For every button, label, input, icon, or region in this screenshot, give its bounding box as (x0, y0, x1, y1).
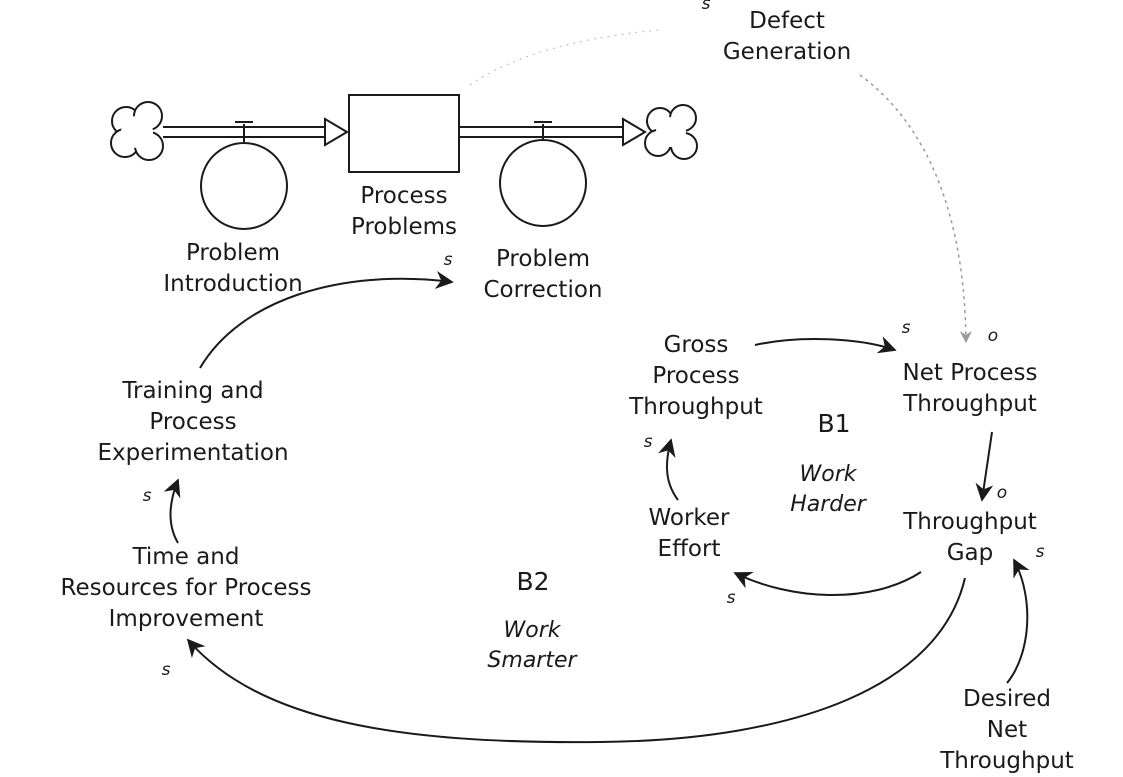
label-gross-process-throughput: Gross Process Throughput (629, 332, 763, 420)
link-desired-to-gap (1006, 558, 1030, 684)
label-process-problems: Process Problems (350, 183, 458, 240)
valve-icon (499, 121, 587, 227)
polarity-defect-to-net: o (987, 326, 999, 346)
label-time-and-resources: Time and Resources for Process Improveme… (60, 544, 312, 632)
label-net-process-throughput: Net Process Throughput (902, 360, 1038, 417)
polarity-net-to-gap: o (996, 483, 1008, 503)
label-desired-net-throughput: Desired Net Throughput (940, 686, 1074, 774)
cloud-source-icon (110, 101, 164, 161)
polarity-correction: s (443, 250, 453, 270)
link-time-to-training (163, 478, 181, 544)
polarity-time-to-training: s (142, 486, 152, 506)
polarity-desired-to-gap: s (1035, 542, 1045, 562)
loop-b2-id: B2 (516, 567, 550, 596)
link-gap-to-time (186, 577, 966, 744)
label-problem-correction: Problem Correction (483, 246, 603, 303)
polarity-gap-to-time: s (161, 660, 171, 680)
link-effort-to-gross (658, 438, 679, 501)
outflow-pipe (460, 117, 647, 147)
polarity-gap-to-effort: s (726, 588, 736, 608)
cloud-sink-icon (644, 104, 698, 160)
loop-b1-name: Work Harder (790, 462, 866, 517)
label-training-and-process-experimentation: Training and Process Experimentation (97, 378, 289, 466)
link-net-to-gap (975, 431, 994, 502)
label-defect-generation: Defect Generation (722, 8, 852, 65)
diagram-canvas: Defect Generation Process Problems Probl… (60, 0, 1074, 774)
label-problem-introduction: Problem Introduction (163, 240, 303, 297)
link-gap-to-effort (733, 571, 922, 596)
link-gross-to-net (754, 336, 897, 354)
diagram-svg (110, 29, 1030, 744)
label-throughput-gap: Throughput Gap (903, 509, 1037, 566)
polarity-gross-to-net: s (901, 318, 911, 338)
stock-process-problems-box (348, 94, 460, 173)
inflow-pipe (163, 117, 349, 147)
label-worker-effort: Worker Effort (648, 505, 730, 562)
loop-b1-id: B1 (817, 409, 851, 438)
polarity-defect-generation: s (701, 0, 711, 14)
loop-b2-name: Work Smarter (487, 618, 577, 673)
valve-icon (200, 121, 288, 230)
polarity-effort-to-gross: s (643, 432, 653, 452)
link-defect-to-stock (469, 29, 661, 86)
link-defect-to-net (859, 74, 972, 344)
link-training-to-correction (199, 271, 454, 369)
